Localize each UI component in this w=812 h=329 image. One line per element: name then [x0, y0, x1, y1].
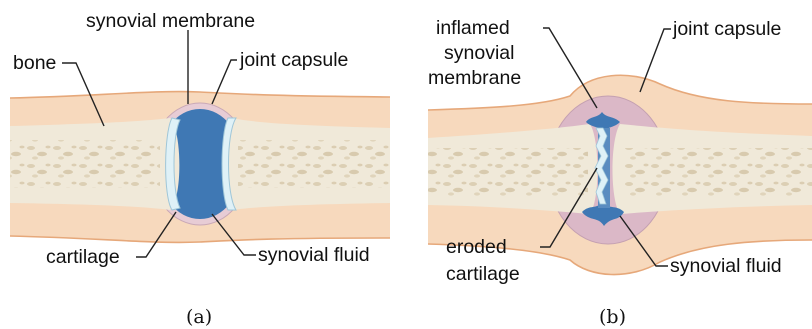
label-eroded-line1-b: eroded	[446, 236, 507, 258]
panel-b: inflamed synovial membrane joint capsule…	[428, 17, 812, 328]
label-inflamed-line1-b: inflamed	[436, 17, 510, 39]
caption-b: (b)	[599, 306, 626, 328]
label-synovial-fluid-a: synovial fluid	[258, 244, 370, 266]
label-inflamed-line2-b: synovial	[444, 42, 514, 64]
label-inflamed-line3-b: membrane	[428, 67, 521, 89]
label-joint-capsule-a: joint capsule	[239, 49, 348, 71]
label-eroded-line2-b: cartilage	[446, 263, 520, 285]
label-joint-capsule-b: joint capsule	[672, 18, 781, 40]
label-bone-a: bone	[13, 52, 56, 74]
label-synovial-membrane-a: synovial membrane	[86, 10, 255, 32]
caption-a: (a)	[186, 306, 212, 328]
label-synovial-fluid-b: synovial fluid	[670, 255, 782, 277]
label-cartilage-a: cartilage	[46, 246, 120, 268]
panel-a: synovial membrane bone joint capsule car…	[10, 10, 390, 328]
